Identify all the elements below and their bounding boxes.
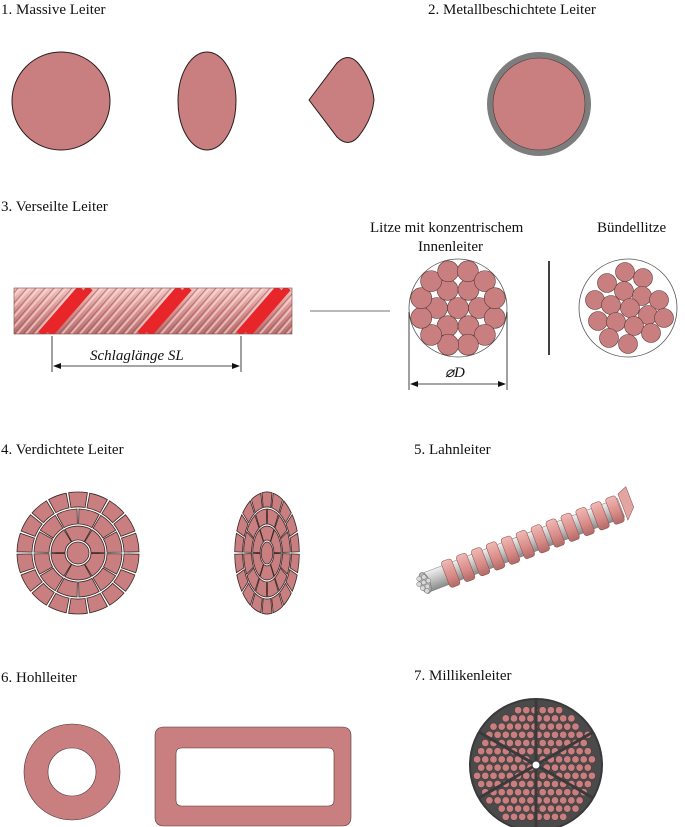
hollow-round-conductor [23,723,121,821]
title-compacted-conductor: 4. Verdichtete Leiter [1,442,124,458]
bundle-strand-label: Bündellitze [597,220,667,236]
title-solid-conductor: 1. Massive Leiter [1,2,106,18]
diameter-label: ⌀D [445,365,465,381]
bundle-strand-wires [585,262,674,354]
lay-length-arrow-left [53,363,61,369]
solid-sector-conductor [308,57,375,143]
title-stranded-conductor: 3. Verseilte Leiter [1,199,108,215]
title-milliken-conductor: 7. Millikenleiter [414,668,512,684]
lay-length-label: Schlaglänge SL [90,348,184,364]
coated-conductor-core [492,57,586,151]
hollow-rectangular-conductor [154,726,352,827]
solid-oval-conductor [177,51,237,151]
title-hollow-conductor: 6. Hohlleiter [1,670,77,686]
diameter-arrow-left [410,381,418,387]
concentric-strand-label-line1: Litze mit konzentrischem [370,220,524,236]
solid-round-conductor [11,51,111,151]
lay-length-arrow-right [232,363,240,369]
milliken-conductor [469,698,603,827]
compacted-oval-conductor [234,491,300,615]
compacted-round-conductor [16,491,140,615]
concentric-strand-label-line2: Innenleiter [418,239,483,255]
tinsel-conductor [416,486,634,594]
title-coated-conductor: 2. Metallbeschichtete Leiter [428,2,596,18]
stranded-rope [13,287,293,335]
diameter-arrow-right [498,381,506,387]
title-tinsel-conductor: 5. Lahnleiter [414,442,491,458]
concentric-strand-wires [410,260,506,356]
